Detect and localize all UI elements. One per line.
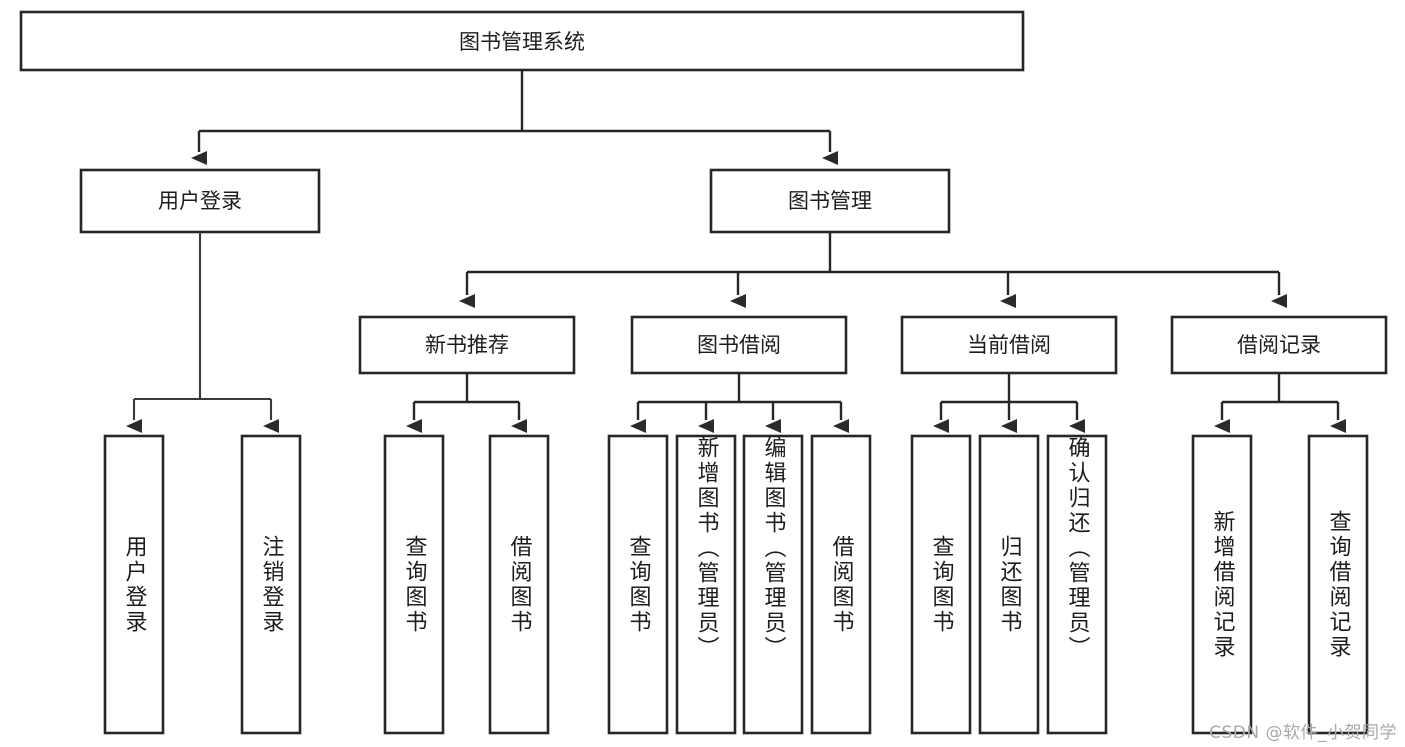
node-new-book-recommend-label: 新书推荐 (425, 333, 509, 357)
leaf-box-borrow-record-1[interactable] (1191, 434, 1253, 735)
leaf-box-current-borrow-3[interactable] (1046, 434, 1108, 735)
node-borrow-record-box[interactable] (1170, 315, 1388, 375)
leaf-box-current-borrow-1[interactable] (910, 434, 972, 735)
leaf-box-new-book-1[interactable] (383, 434, 445, 735)
leaf-box-book-borrow-3[interactable] (742, 434, 804, 735)
leaf-box-borrow-record-2[interactable] (1307, 434, 1369, 735)
node-current-borrow-label: 当前借阅 (967, 333, 1051, 357)
leaf-box-book-borrow-1[interactable] (607, 434, 669, 735)
leaf-box-book-borrow-2[interactable] (675, 434, 737, 735)
node-user-login-label: 用户登录 (158, 189, 242, 213)
node-root-box[interactable] (19, 10, 1025, 72)
node-root-label: 图书管理系统 (459, 30, 585, 54)
node-book-borrow-box[interactable] (630, 315, 848, 375)
leaf-box-new-book-2[interactable] (488, 434, 550, 735)
leaf-box-user-login-2[interactable] (240, 434, 302, 735)
node-borrow-record-label: 借阅记录 (1237, 333, 1321, 357)
node-book-manage-label: 图书管理 (788, 189, 872, 213)
node-book-borrow-label: 图书借阅 (697, 333, 781, 357)
leaf-box-current-borrow-2[interactable] (978, 434, 1040, 735)
node-current-borrow-box[interactable] (900, 315, 1118, 375)
node-book-manage-box[interactable] (709, 168, 951, 234)
leaf-box-book-borrow-4[interactable] (810, 434, 872, 735)
leaf-box-user-login-1[interactable] (103, 434, 165, 735)
watermark: CSDN @软件_小贺同学 (1209, 723, 1397, 743)
node-new-book-recommend-box[interactable] (358, 315, 576, 375)
